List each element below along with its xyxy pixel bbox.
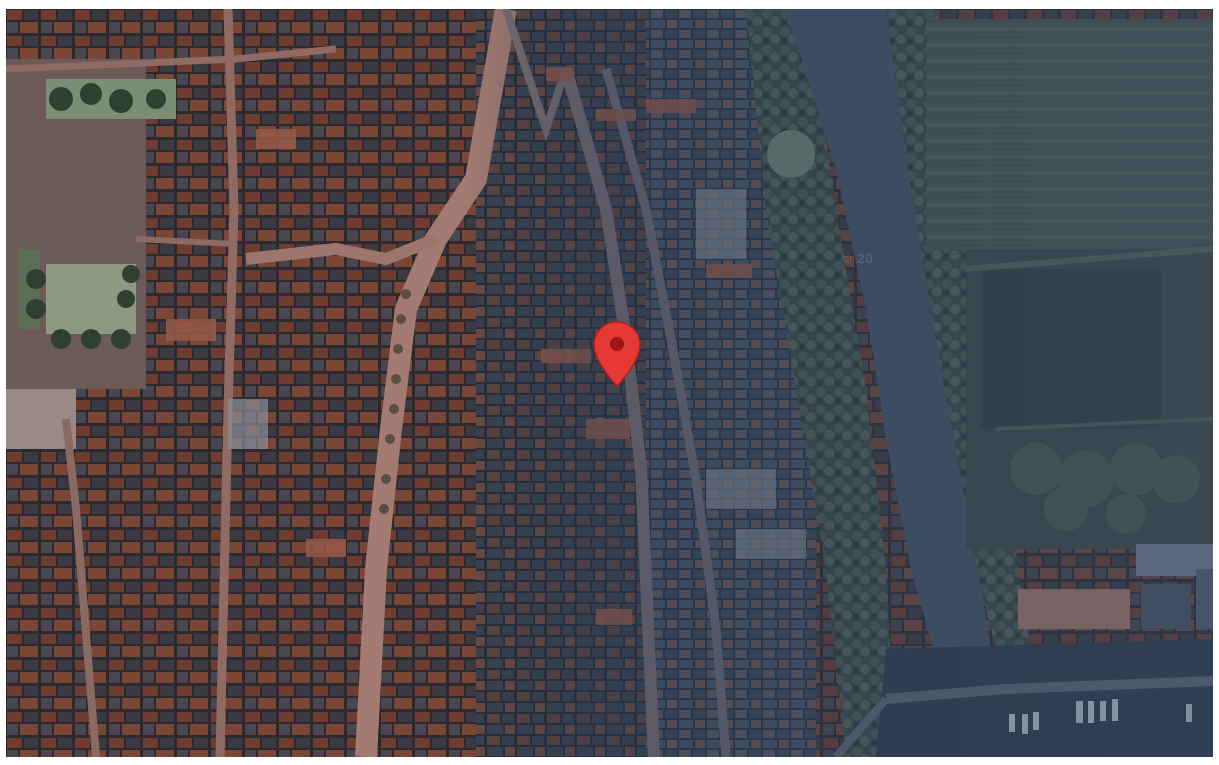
satellite-map-imagery <box>6 9 1213 757</box>
map-pin-icon[interactable] <box>592 320 642 388</box>
map-viewport[interactable]: © 20 <box>6 9 1213 757</box>
imagery-watermark: © 20 <box>842 251 874 266</box>
